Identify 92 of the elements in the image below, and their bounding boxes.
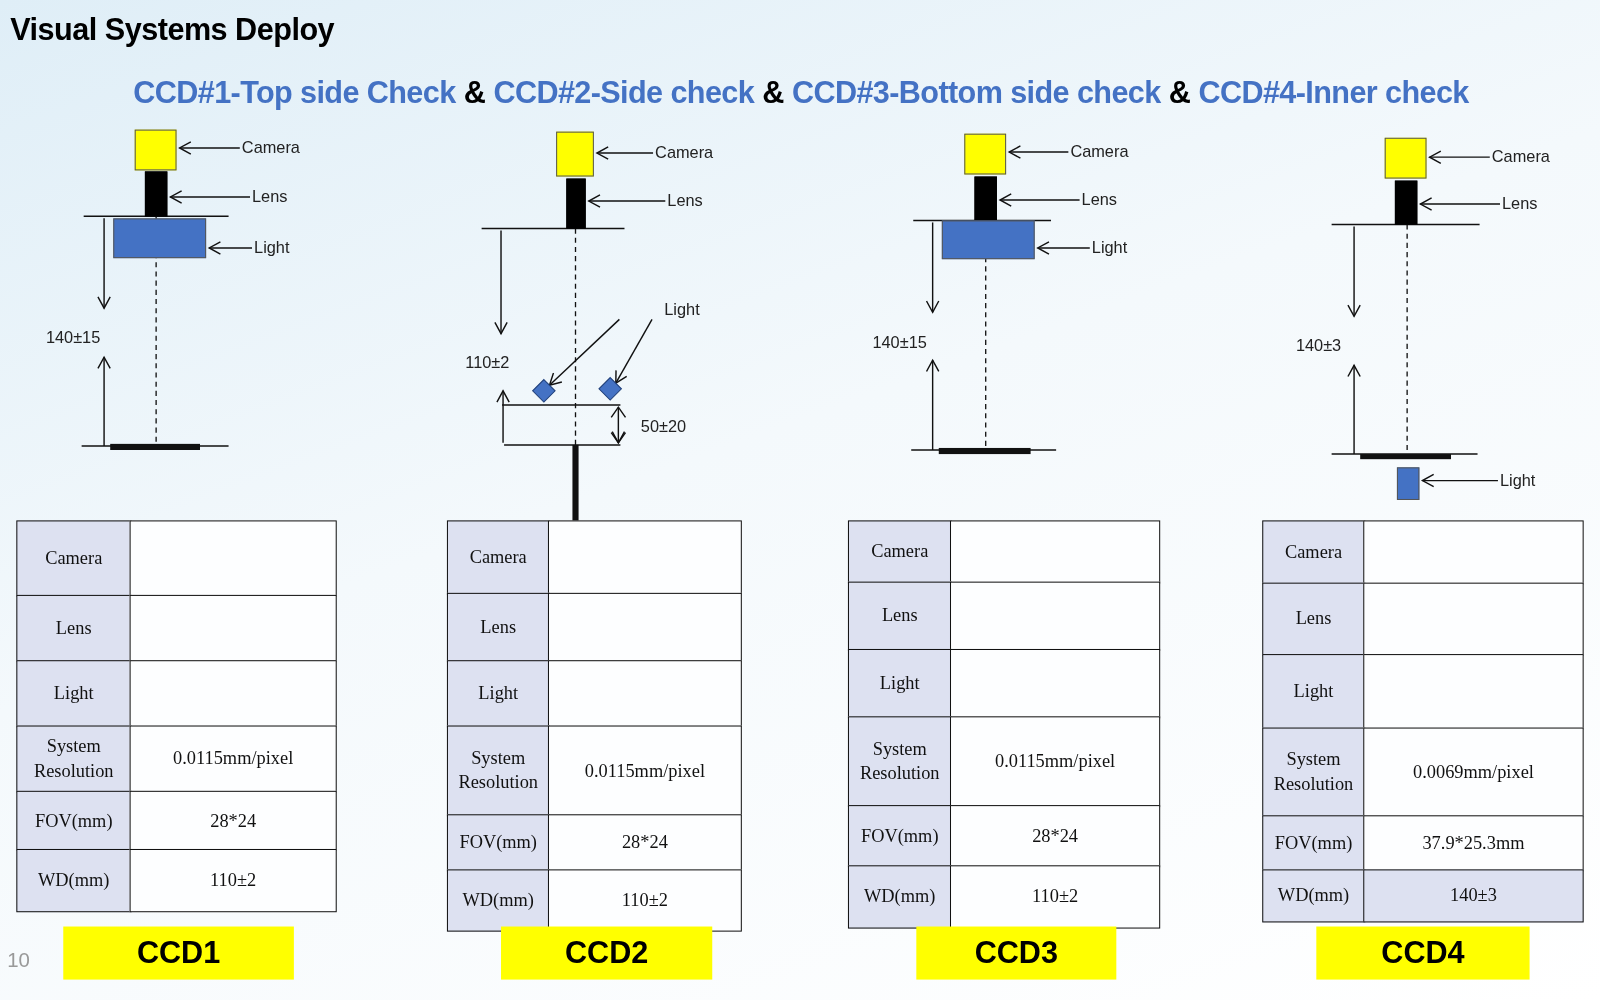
table-header-cell: Light	[16, 660, 132, 728]
callout-label: Lens	[1502, 192, 1538, 216]
table-cell: 140±3	[1363, 869, 1584, 922]
arrow	[178, 141, 241, 155]
arrow	[588, 194, 666, 208]
table-cell: 28*24	[547, 814, 742, 871]
table-header-cell: System Resolution	[1262, 727, 1365, 817]
table-header-cell: FOV(mm)	[446, 814, 550, 871]
callout-label: Camera	[1491, 145, 1550, 169]
arrow	[1428, 150, 1491, 164]
table-header-cell: WD(mm)	[847, 865, 952, 929]
light-box	[941, 220, 1035, 260]
ampersand: &	[1168, 75, 1191, 111]
table-cell: 110±2	[129, 848, 337, 912]
lens-barrel	[566, 178, 586, 229]
camera-box	[556, 131, 594, 177]
arrow	[596, 146, 654, 160]
ampersand: &	[463, 75, 486, 111]
arrow	[548, 318, 621, 386]
arrow	[208, 241, 253, 255]
table-header-cell: System Resolution	[446, 725, 550, 816]
camera-box	[1384, 137, 1427, 179]
table-cell: 0.0069mm/pixel	[1363, 727, 1584, 817]
lens-barrel	[1394, 180, 1418, 225]
table-header-cell: WD(mm)	[16, 848, 132, 912]
light-diamond	[532, 379, 556, 403]
callout-label: Light	[1091, 236, 1128, 260]
subtitle-text: CCD#1-Top side Check	[133, 75, 456, 111]
ampersand: &	[762, 75, 784, 111]
table-header-cell: Lens	[1262, 582, 1365, 656]
subtitle-text: CCD#2-Side check	[493, 75, 755, 111]
dimension-label: 50±20	[640, 417, 687, 436]
callout-label: Light	[664, 299, 700, 322]
subtitle-text: CCD#4-Inner check	[1198, 75, 1469, 111]
lens-barrel	[144, 171, 168, 217]
dimension-label: 110±2	[465, 354, 510, 373]
light-box	[113, 218, 207, 259]
callout-label: Camera	[241, 136, 300, 160]
table-cell: 28*24	[129, 790, 337, 851]
callout-label: Camera	[1070, 140, 1129, 164]
table-header-cell: Lens	[16, 594, 132, 662]
table-header-cell: WD(mm)	[446, 869, 550, 932]
table-header-cell: Camera	[16, 520, 132, 597]
callout-label: Light	[254, 236, 290, 260]
light-diamond	[598, 377, 622, 400]
page-number: 10	[7, 948, 30, 973]
table-header-cell: Light	[446, 660, 550, 728]
panel-label: CCD4	[1316, 926, 1530, 980]
callout-label: Light	[1500, 469, 1536, 492]
arrow	[169, 190, 251, 204]
table-header-cell: Camera	[847, 520, 952, 584]
arrow	[1421, 473, 1499, 488]
table-cell: 110±2	[547, 869, 742, 932]
arrow	[1419, 197, 1501, 211]
table-header-cell: FOV(mm)	[847, 805, 952, 867]
dimension-label: 140±3	[1295, 336, 1342, 356]
table-header-cell: System Resolution	[16, 725, 132, 793]
camera-box	[134, 129, 177, 171]
arrow	[1008, 145, 1070, 159]
table-cell: 28*24	[950, 805, 1161, 867]
table-header-cell: Lens	[847, 581, 952, 651]
table-header-cell: System Resolution	[847, 716, 952, 807]
table-cell: 0.0115mm/pixel	[950, 716, 1161, 807]
table-header-cell: FOV(mm)	[1262, 815, 1365, 871]
dimension-label: 140±15	[872, 333, 927, 353]
table-header-cell: Lens	[446, 592, 550, 662]
callout-label: Lens	[252, 185, 288, 209]
arrow	[1037, 241, 1091, 255]
panel-label: CCD2	[501, 926, 713, 980]
panel-label: CCD1	[63, 926, 294, 980]
table-header-cell: Light	[1262, 654, 1365, 730]
panel-label: CCD3	[916, 926, 1117, 980]
table-header-cell: FOV(mm)	[16, 790, 132, 851]
arrow	[999, 193, 1081, 207]
light-box	[1396, 467, 1420, 500]
table-cell: 0.0115mm/pixel	[129, 725, 337, 793]
arrow	[615, 318, 653, 384]
table-header-cell: WD(mm)	[1262, 869, 1365, 922]
table-cell: 37.9*25.3mm	[1363, 815, 1584, 871]
callout-label: Camera	[655, 141, 714, 165]
dimension-label: 140±15	[45, 328, 101, 347]
table-cell: 0.0115mm/pixel	[547, 725, 742, 816]
table-header-cell: Light	[847, 648, 952, 718]
page-title: Visual Systems Deploy	[10, 12, 335, 47]
callout-label: Lens	[667, 189, 703, 213]
table-cell: 110±2	[950, 865, 1161, 929]
callout-label: Lens	[1081, 188, 1118, 212]
table-header-cell: Camera	[1262, 520, 1365, 585]
table-header-cell: Camera	[446, 520, 550, 595]
camera-box	[964, 133, 1007, 175]
lens-barrel	[974, 176, 997, 221]
subtitle-text: CCD#3-Bottom side check	[791, 75, 1161, 111]
